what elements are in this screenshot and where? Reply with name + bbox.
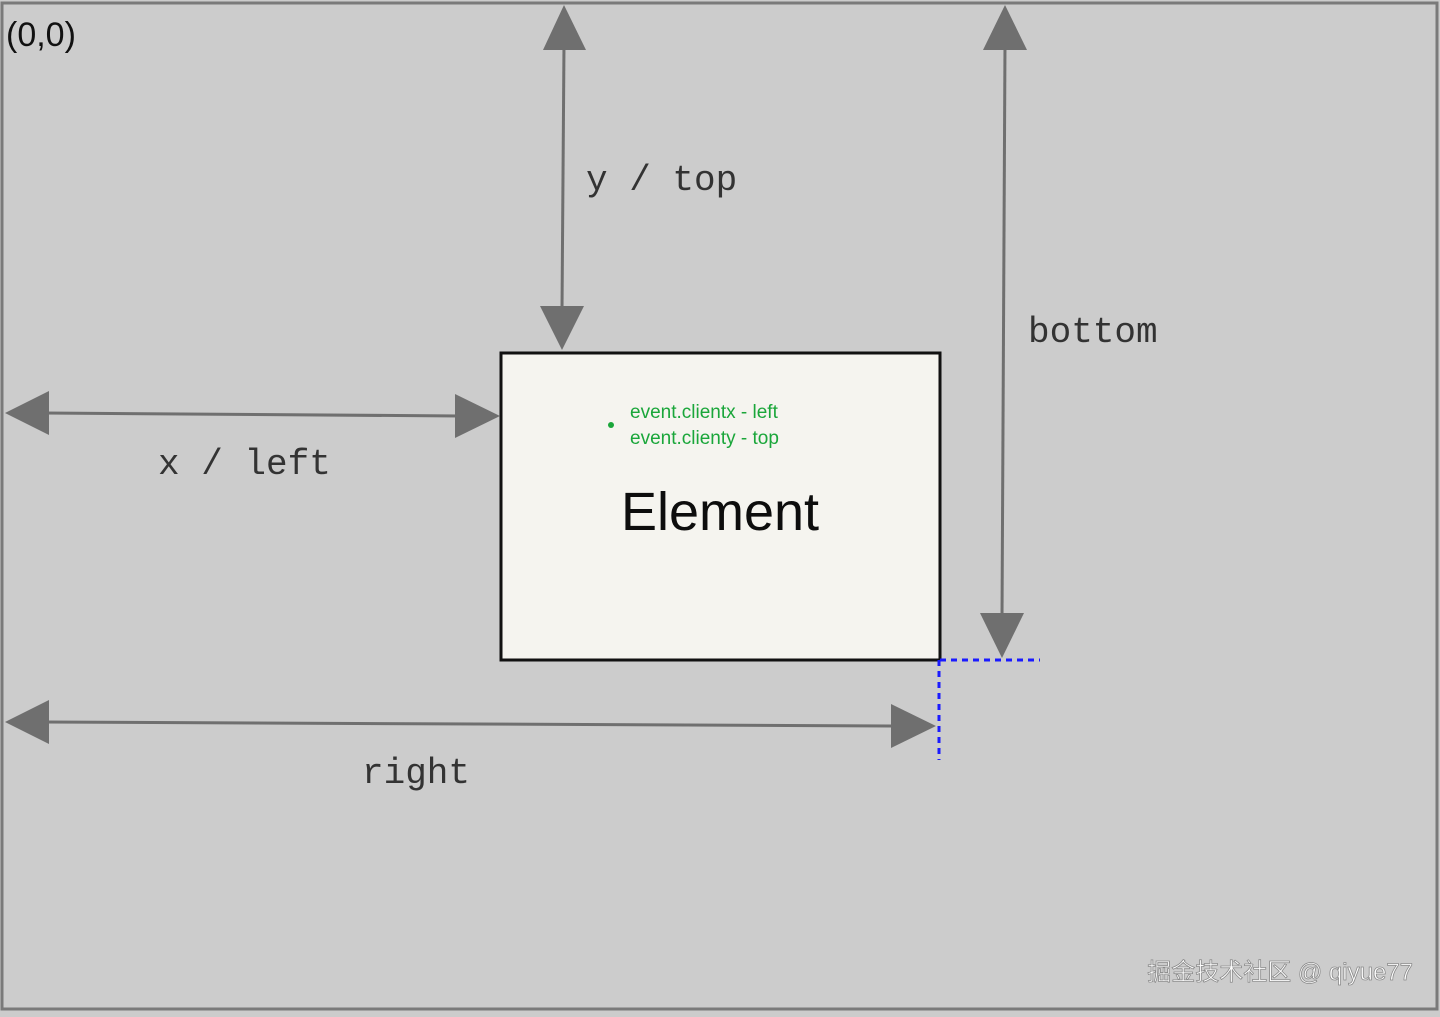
annotation-clienty: event.clienty - top (630, 428, 779, 449)
element-label: Element (621, 482, 819, 542)
click-point-dot (608, 422, 614, 428)
bottom-arrow-head-up (983, 5, 1027, 50)
right-arrow-head-right (891, 704, 936, 748)
right-arrow (5, 700, 936, 748)
left-label: x / left (158, 444, 331, 485)
element-box (499, 351, 942, 662)
right-label: right (362, 753, 470, 794)
annotation-clientx: event.clientx - left (630, 402, 779, 423)
right-arrow-head-left (5, 700, 49, 744)
bottom-arrow-head-down (980, 613, 1024, 658)
left-arrow-head-left (5, 391, 49, 435)
top-arrow-head-down (540, 306, 584, 350)
left-arrow (5, 391, 500, 438)
bottom-arrow (980, 5, 1027, 658)
bottom-label: bottom (1028, 312, 1158, 353)
top-arrow-head-up (543, 5, 586, 50)
origin-label: (0,0) (6, 16, 76, 54)
left-arrow-head-right (455, 394, 500, 438)
watermark: 掘金技术社区 @ qiyue77 (1147, 959, 1413, 986)
top-arrow (540, 5, 586, 350)
top-label: y / top (586, 160, 737, 201)
